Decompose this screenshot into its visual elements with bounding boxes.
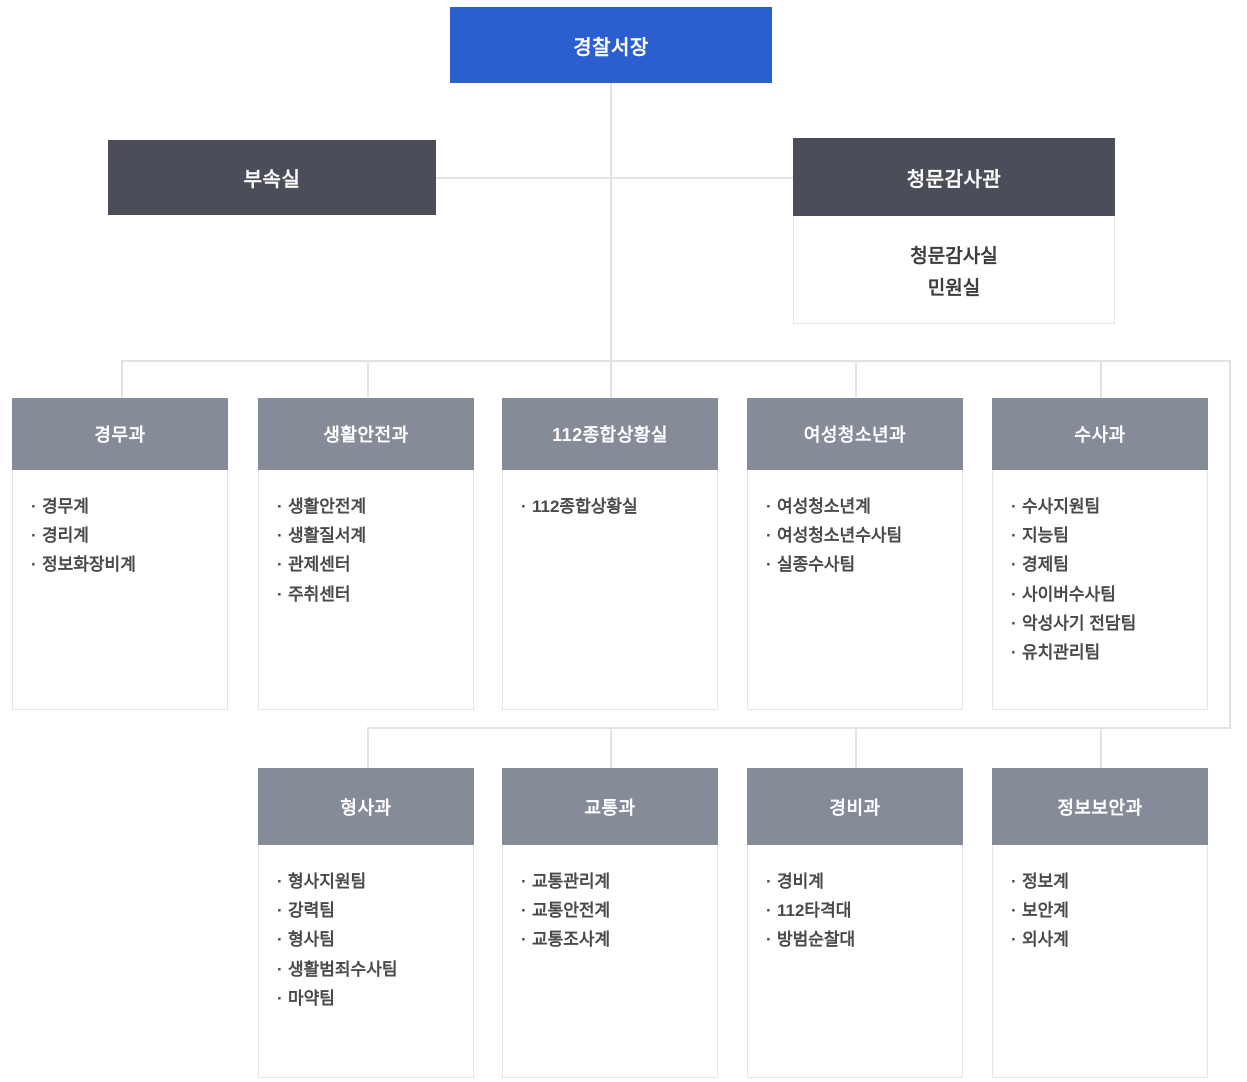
list-item: 정보화장비계: [31, 550, 227, 579]
connector-dept-bus-row2: [367, 727, 1231, 729]
node-dept-gyeongbi-body: 경비계 112타격대 방범순찰대: [747, 845, 963, 1078]
node-dept-gyeongmu-body: 경무계 경리계 정보화장비계: [12, 470, 228, 710]
list-item: 사이버수사팀: [1011, 580, 1207, 609]
list-item: 교통조사계: [521, 925, 717, 954]
list-item: 생활질서계: [277, 521, 473, 550]
connector-drop-saenghwal: [367, 360, 369, 399]
node-audit-officer-items: 청문감사실 민원실: [793, 216, 1115, 324]
node-dept-112-situation-room[interactable]: 112종합상황실 112종합상황실: [502, 398, 718, 710]
list-item: 경제팀: [1011, 550, 1207, 579]
node-dept-112-situation-room-body: 112종합상황실: [502, 470, 718, 710]
node-dept-saenghwal-anjeon-label: 생활안전과: [258, 398, 474, 470]
list-item: 보안계: [1011, 896, 1207, 925]
node-dept-saenghwal-anjeon[interactable]: 생활안전과 생활안전계 생활질서계 관제센터 주취센터: [258, 398, 474, 710]
list-item: 방범순찰대: [766, 925, 962, 954]
connector-drop-hyeongsa: [367, 727, 369, 769]
list-item: 정보계: [1011, 867, 1207, 896]
list-item: 주취센터: [277, 580, 473, 609]
dept-item-list: 수사지원팀 지능팀 경제팀 사이버수사팀 악성사기 전담팀 유치관리팀: [993, 470, 1207, 667]
node-dept-gyeongbi-label: 경비과: [747, 768, 963, 845]
connector-drop-gyotong: [610, 727, 612, 769]
list-item: 악성사기 전담팀: [1011, 609, 1207, 638]
list-item: 지능팀: [1011, 521, 1207, 550]
node-dept-112-situation-room-label: 112종합상황실: [502, 398, 718, 470]
list-item: 생활범죄수사팀: [277, 955, 473, 984]
dept-item-list: 생활안전계 생활질서계 관제센터 주취센터: [259, 470, 473, 609]
node-dept-gyotong-label: 교통과: [502, 768, 718, 845]
list-item: 실종수사팀: [766, 550, 962, 579]
node-dept-susa-label: 수사과: [992, 398, 1208, 470]
list-item: 생활안전계: [277, 492, 473, 521]
node-dept-jeongbo-boan-body: 정보계 보안계 외사계: [992, 845, 1208, 1078]
dept-item-list: 경무계 경리계 정보화장비계: [13, 470, 227, 580]
list-item: 여성청소년수사팀: [766, 521, 962, 550]
connector-wrap-right: [1229, 360, 1231, 727]
connector-dept-bus-row1: [121, 360, 1231, 362]
node-dept-gyeongmu[interactable]: 경무과 경무계 경리계 정보화장비계: [12, 398, 228, 710]
node-dept-yeoseong-cheongsonyeon-label: 여성청소년과: [747, 398, 963, 470]
list-item: 유치관리팀: [1011, 638, 1207, 667]
node-audit-officer[interactable]: 청문감사관 청문감사실 민원실: [793, 138, 1115, 324]
list-item: 경비계: [766, 867, 962, 896]
dept-item-list: 형사지원팀 강력팀 형사팀 생활범죄수사팀 마약팀: [259, 845, 473, 1013]
connector-drop-yeoseong: [855, 360, 857, 399]
node-annex-office-label: 부속실: [108, 140, 436, 215]
list-item: 112종합상황실: [521, 492, 717, 521]
list-item: 교통관리계: [521, 867, 717, 896]
list-item: 마약팀: [277, 984, 473, 1013]
node-dept-hyeongsa-label: 형사과: [258, 768, 474, 845]
dept-item-list: 여성청소년계 여성청소년수사팀 실종수사팀: [748, 470, 962, 580]
list-item: 교통안전계: [521, 896, 717, 925]
node-dept-susa[interactable]: 수사과 수사지원팀 지능팀 경제팀 사이버수사팀 악성사기 전담팀 유치관리팀: [992, 398, 1208, 710]
connector-drop-susa: [1100, 360, 1102, 399]
node-dept-susa-body: 수사지원팀 지능팀 경제팀 사이버수사팀 악성사기 전담팀 유치관리팀: [992, 470, 1208, 710]
connector-drop-112: [610, 360, 612, 399]
connector-drop-gyeongbi: [855, 727, 857, 769]
list-item: 관제센터: [277, 550, 473, 579]
list-item: 형사지원팀: [277, 867, 473, 896]
node-dept-hyeongsa-body: 형사지원팀 강력팀 형사팀 생활범죄수사팀 마약팀: [258, 845, 474, 1078]
list-item: 강력팀: [277, 896, 473, 925]
node-dept-saenghwal-anjeon-body: 생활안전계 생활질서계 관제센터 주취센터: [258, 470, 474, 710]
node-dept-gyeongbi[interactable]: 경비과 경비계 112타격대 방범순찰대: [747, 768, 963, 1078]
list-item: 여성청소년계: [766, 492, 962, 521]
node-dept-gyeongmu-label: 경무과: [12, 398, 228, 470]
dept-item-list: 경비계 112타격대 방범순찰대: [748, 845, 962, 955]
node-annex-office[interactable]: 부속실: [108, 140, 436, 215]
connector-root-to-dept-bus: [610, 178, 612, 361]
list-item: 경리계: [31, 521, 227, 550]
connector-root-stem: [610, 83, 612, 178]
node-police-chief[interactable]: 경찰서장: [450, 7, 772, 83]
connector-drop-jeongbo: [1100, 727, 1102, 769]
node-dept-yeoseong-cheongsonyeon[interactable]: 여성청소년과 여성청소년계 여성청소년수사팀 실종수사팀: [747, 398, 963, 710]
node-dept-jeongbo-boan-label: 정보보안과: [992, 768, 1208, 845]
audit-item: 청문감사실: [910, 245, 998, 267]
list-item: 수사지원팀: [1011, 492, 1207, 521]
dept-item-list: 교통관리계 교통안전계 교통조사계: [503, 845, 717, 955]
connector-staff-bar: [436, 177, 793, 179]
node-police-chief-label: 경찰서장: [450, 7, 772, 83]
node-dept-yeoseong-cheongsonyeon-body: 여성청소년계 여성청소년수사팀 실종수사팀: [747, 470, 963, 710]
list-item: 경무계: [31, 492, 227, 521]
node-dept-gyotong[interactable]: 교통과 교통관리계 교통안전계 교통조사계: [502, 768, 718, 1078]
connector-drop-gyeongmu: [121, 360, 123, 399]
list-item: 형사팀: [277, 925, 473, 954]
dept-item-list: 112종합상황실: [503, 470, 717, 521]
audit-item: 민원실: [927, 277, 981, 299]
dept-item-list: 정보계 보안계 외사계: [993, 845, 1207, 955]
node-dept-hyeongsa[interactable]: 형사과 형사지원팀 강력팀 형사팀 생활범죄수사팀 마약팀: [258, 768, 474, 1078]
list-item: 112타격대: [766, 896, 962, 925]
list-item: 외사계: [1011, 925, 1207, 954]
node-audit-officer-label: 청문감사관: [793, 138, 1115, 216]
node-dept-jeongbo-boan[interactable]: 정보보안과 정보계 보안계 외사계: [992, 768, 1208, 1078]
node-dept-gyotong-body: 교통관리계 교통안전계 교통조사계: [502, 845, 718, 1078]
